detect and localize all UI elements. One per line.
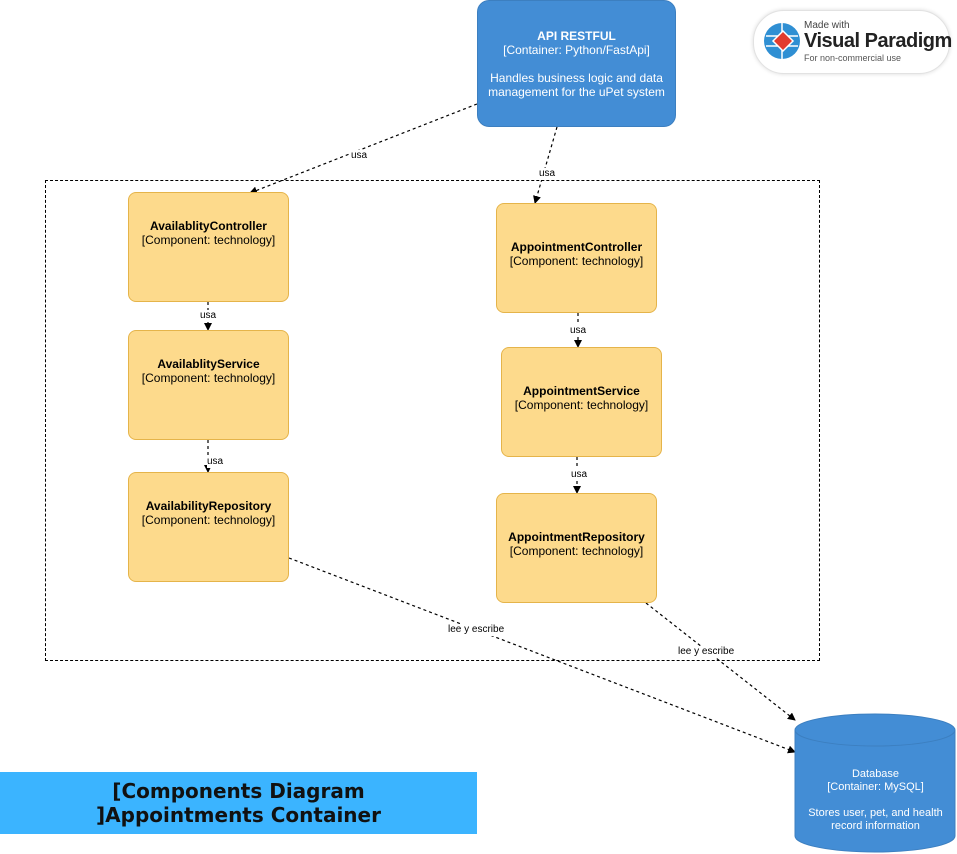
edge-label-api-availability: usa bbox=[351, 150, 368, 162]
watermark-made-with: Made with bbox=[804, 20, 850, 31]
edge-label-availability-controller-service: usa bbox=[200, 310, 217, 322]
component-name: AppointmentController bbox=[510, 240, 643, 254]
component-name: AppointmentService bbox=[523, 384, 640, 398]
api-restful-container[interactable]: API RESTFUL [Container: Python/FastApi] … bbox=[477, 0, 676, 127]
availability-service-component[interactable]: AvailablityService [Component: technolog… bbox=[128, 330, 289, 440]
appointment-repository-component[interactable]: AppointmentRepository [Component: techno… bbox=[496, 493, 657, 603]
watermark-brand: Visual Paradigm bbox=[804, 30, 952, 52]
edge-label-availability-repository-db: lee y escribe bbox=[448, 624, 505, 636]
watermark-note: For non-commercial use bbox=[804, 53, 902, 63]
component-name: AvailablityController bbox=[150, 219, 267, 233]
availability-repository-component[interactable]: AvailabilityRepository [Component: techn… bbox=[128, 472, 289, 582]
edge-label-appointment-controller-service: usa bbox=[570, 325, 587, 337]
edge-label-api-appointment: usa bbox=[539, 168, 556, 180]
component-technology: [Component: technology] bbox=[141, 371, 276, 385]
edge-appointment-repository-to-database bbox=[645, 602, 796, 721]
component-name: AvailabilityRepository bbox=[145, 499, 272, 513]
edge-label-appointment-service-repository: usa bbox=[571, 469, 588, 481]
diagram-caption: [Components Diagram ]Appointments Contai… bbox=[0, 772, 477, 834]
api-name: API RESTFUL bbox=[537, 28, 616, 43]
database-name: Database bbox=[851, 768, 900, 780]
diagram-caption-text: [Components Diagram ]Appointments Contai… bbox=[96, 779, 381, 827]
edge-api-to-availability-controller bbox=[249, 103, 478, 195]
component-name: AppointmentRepository bbox=[508, 530, 645, 544]
edge-availability-repository-to-database bbox=[288, 557, 796, 754]
database-container[interactable]: Database [Container: MySQL] Stores user,… bbox=[795, 768, 956, 833]
database-container-type: [Container: MySQL] bbox=[827, 781, 924, 793]
component-technology: [Component: technology] bbox=[509, 254, 644, 268]
database-cylinder bbox=[794, 713, 956, 853]
component-name: AvailablityService bbox=[157, 357, 260, 371]
component-technology: [Component: technology] bbox=[514, 398, 649, 412]
component-technology: [Component: technology] bbox=[141, 233, 276, 247]
edge-label-appointment-repository-db: lee y escribe bbox=[678, 646, 735, 658]
api-description: Handles business logic and data manageme… bbox=[488, 70, 665, 99]
appointment-controller-component[interactable]: AppointmentController [Component: techno… bbox=[496, 203, 657, 313]
edge-api-to-appointment-controller bbox=[533, 126, 558, 204]
component-technology: [Component: technology] bbox=[141, 513, 276, 527]
visual-paradigm-logo-icon bbox=[764, 23, 800, 59]
container-boundary bbox=[45, 180, 820, 661]
api-container-type: [Container: Python/FastApi] bbox=[503, 42, 650, 57]
edge-label-availability-service-repository: usa bbox=[207, 456, 224, 468]
appointment-service-component[interactable]: AppointmentService [Component: technolog… bbox=[501, 347, 662, 457]
availability-controller-component[interactable]: AvailablityController [Component: techno… bbox=[128, 192, 289, 302]
component-technology: [Component: technology] bbox=[509, 544, 644, 558]
database-description: Stores user, pet, and health record info… bbox=[808, 807, 943, 832]
